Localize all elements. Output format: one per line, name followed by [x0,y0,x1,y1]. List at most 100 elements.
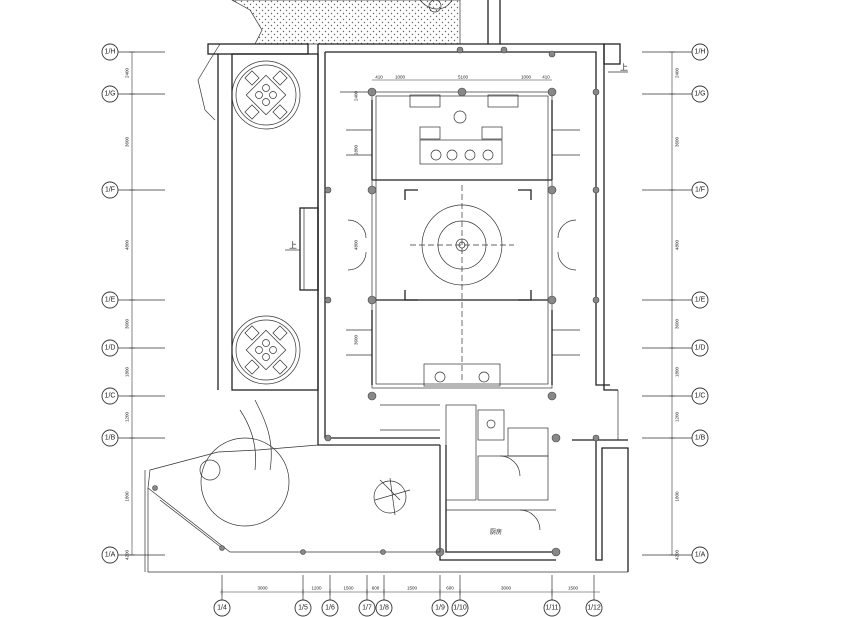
up-label-right: 上 [620,63,628,72]
grid-bubble-left: 1/A [101,546,119,564]
svg-text:1/11: 1/11 [545,605,558,612]
room-label: 厨房 [490,528,502,536]
svg-text:1/D: 1/D [695,345,706,352]
grid-bubble-right: 1/H [691,43,709,61]
dimension-text-layer: 2400 3600 4800 3600 1800 1200 1800 4200 2400 3600… [125,51,680,595]
lower-garden [144,399,628,573]
grid-bubble-bottom: 1/5 [294,599,312,617]
upper-garden [197,0,461,121]
dimension-value-bottom: 1200 [311,586,322,591]
grid-bubble-bottom: 1/12 [585,599,603,617]
dimension-value-interior: 4800 [354,239,359,250]
dimension-value-right: 3600 [675,318,680,329]
grid-bubble-left: 1/H [101,43,119,61]
svg-text:1/E: 1/E [105,297,116,304]
dimension-value-top: 1000 [521,75,532,80]
svg-text:1/B: 1/B [105,435,116,442]
dimension-value-left: 1200 [125,411,130,422]
dimension-value-top: 5100 [458,75,469,80]
grid-bubble-left: 1/E [101,291,119,309]
dimension-value-left: 4800 [125,239,130,250]
grid-bubble-right: 1/B [691,429,709,447]
grid-bubble-bottom: 1/7 [358,599,376,617]
svg-text:1/10: 1/10 [453,605,467,612]
dimension-value-top: 1000 [395,75,406,80]
grid-bubble-bottom: 1/11 [543,599,561,617]
svg-text:1/4: 1/4 [217,605,227,612]
grid-bubble-left: 1/G [101,85,119,103]
dimension-value-top: 410 [375,75,383,80]
south-wing: 厨房 [380,404,556,536]
svg-text:1/8: 1/8 [379,605,389,612]
dining-set-top [231,60,301,130]
grid-bubble-right: 1/G [691,85,709,103]
svg-text:1/G: 1/G [694,91,705,98]
dimension-value-bottom: 3000 [501,586,512,591]
svg-text:1/6: 1/6 [325,605,335,612]
grid-bubble-right: 1/D [691,339,709,357]
grid-bubble-right: 1/A [691,546,709,564]
dimension-value-left: 3600 [125,136,130,147]
dimension-value-right: 1200 [675,411,680,422]
svg-text:1/C: 1/C [695,393,706,400]
up-label-left: 上 [289,241,297,250]
svg-text:1/B: 1/B [695,435,706,442]
columns [324,46,600,557]
svg-text:1/H: 1/H [695,49,706,56]
dimension-value-left: 3600 [125,318,130,329]
dimension-value-right: 2400 [675,67,680,78]
dimension-value-bottom: 3000 [257,586,268,591]
main-hall [340,91,580,389]
dimension-value-left: 4200 [125,549,130,560]
dimension-value-bottom: 1500 [568,586,579,591]
svg-text:1/5: 1/5 [298,605,308,612]
svg-text:1/F: 1/F [695,187,705,194]
dimension-value-interior: 3600 [354,334,359,345]
svg-text:1/A: 1/A [105,552,116,559]
terrace-walls [207,43,319,391]
dining-set-bottom [231,315,301,385]
svg-text:1/A: 1/A [695,552,706,559]
svg-text:1/D: 1/D [105,345,116,352]
dimension-value-bottom: 600 [446,586,454,591]
grid-bubble-bottom: 1/8 [375,599,393,617]
svg-text:1/H: 1/H [105,49,116,56]
dimension-value-right: 4800 [675,239,680,250]
dimension-value-top: 410 [542,75,550,80]
svg-text:1/G: 1/G [104,91,115,98]
main-building-walls [317,0,629,572]
stair-up-right: 上 [608,63,628,73]
svg-text:1/F: 1/F [105,187,115,194]
svg-text:1/7: 1/7 [362,605,372,612]
dimension-value-left: 1800 [125,366,130,377]
dimension-value-left: 1800 [125,491,130,502]
stair-up-left: 上 [285,241,300,251]
grid-bubble-bottom: 1/6 [321,599,339,617]
grid-bubble-bottom: 1/9 [431,599,449,617]
grid-bubble-right: 1/F [691,181,709,199]
grid-bubble-left: 1/F [101,181,119,199]
svg-text:1/E: 1/E [695,297,706,304]
dimension-value-interior: 2400 [354,90,359,101]
grid-bubble-left: 1/D [101,339,119,357]
grid-bubble-right: 1/C [691,387,709,405]
dimension-value-bottom: 600 [372,586,380,591]
grid-bubble-bottom: 1/4 [213,599,231,617]
svg-text:1/C: 1/C [105,393,116,400]
dimension-value-left: 2400 [125,67,130,78]
svg-text:1/9: 1/9 [435,605,445,612]
dimension-value-bottom: 1500 [343,586,354,591]
dimension-value-right: 1800 [675,491,680,502]
grid-bubble-right: 1/E [691,291,709,309]
svg-text:1/12: 1/12 [587,605,601,612]
grid-bubble-bottom: 1/10 [451,599,469,617]
dimension-value-right: 3600 [675,136,680,147]
dimension-value-bottom: 1500 [407,586,418,591]
grid-bubble-left: 1/C [101,387,119,405]
dimension-value-right: 4200 [675,549,680,560]
axis-layer: 1/H 1/G 1/F 1/E 1/D 1/C 1/B 1/A 1/H 1/G 1/F 1/E 1/D 1… [101,43,709,617]
grid-bubble-left: 1/B [101,429,119,447]
dimension-value-right: 1800 [675,366,680,377]
dimension-value-interior: 1800 [354,144,359,155]
